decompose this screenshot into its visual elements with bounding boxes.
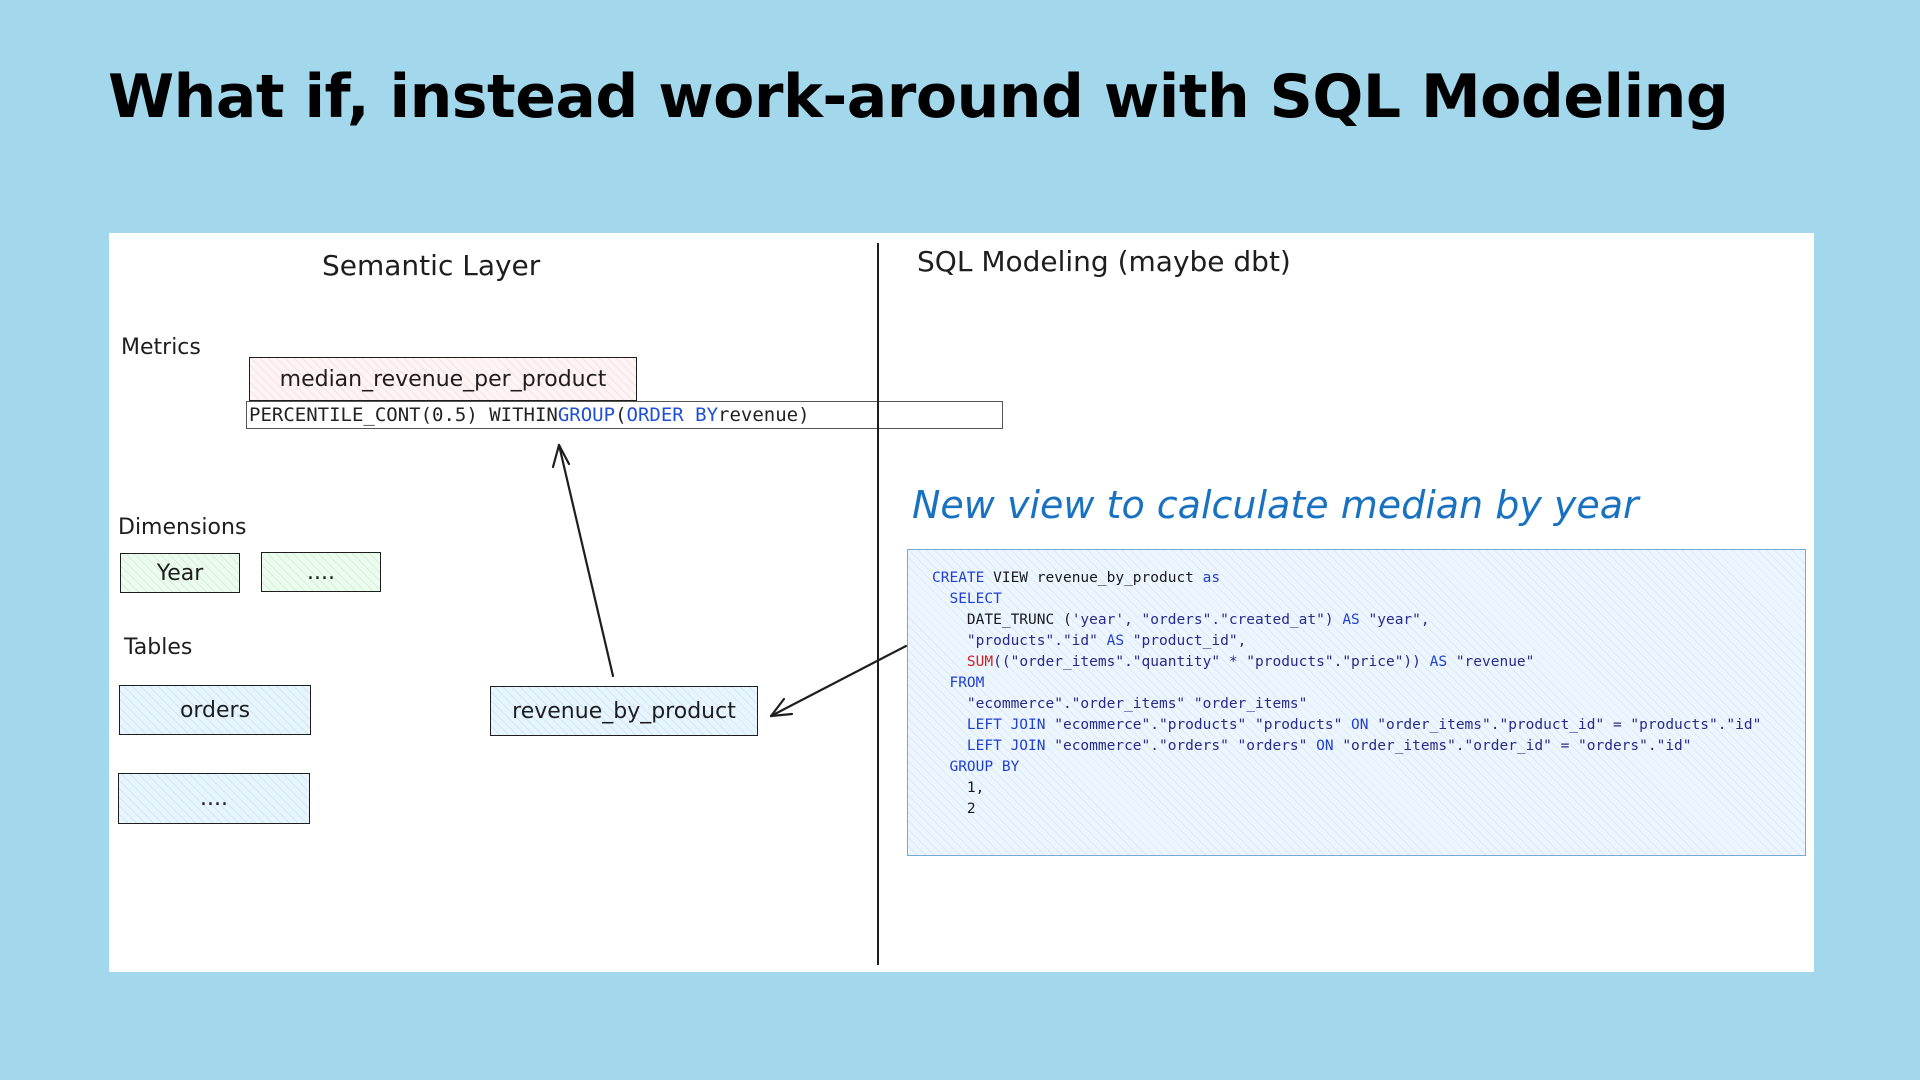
formula-text-1: PERCENTILE_CONT(0.5) WITHIN	[249, 404, 558, 426]
code-token: "products"."id"	[966, 633, 1107, 649]
code-token: "ecommerce"."orders" "orders"	[1045, 738, 1317, 754]
code-token: "order_items"."order_id" = "orders"."id"	[1333, 738, 1692, 754]
arrow-sql-to-model	[769, 644, 908, 718]
formula-keyword-group: GROUP	[557, 404, 616, 426]
table-box-more[interactable]: ....	[118, 773, 310, 824]
formula-keyword-order-by: ORDER BY	[626, 404, 719, 426]
tables-label: Tables	[124, 635, 193, 660]
sql-code: CREATE VIEW revenue_by_product as SELECT…	[932, 568, 1761, 820]
code-token: "ecommerce"."products" "products"	[1045, 717, 1352, 733]
section-divider	[877, 243, 879, 965]
sql-modeling-title: SQL Modeling (maybe dbt)	[917, 245, 1291, 278]
dimension-box-year[interactable]: Year	[120, 553, 240, 593]
code-token: 'year', "orders"."created_at")	[1071, 612, 1343, 628]
code-token: "order_items"."product_id" = "products".…	[1368, 717, 1762, 733]
code-token: SELECT	[949, 591, 1002, 607]
code-token: VIEW revenue_by_product	[984, 570, 1203, 586]
code-token: GROUP BY	[949, 759, 1020, 775]
code-token: AS	[1106, 633, 1125, 649]
connector-arrows	[551, 443, 908, 718]
code-token: FROM	[949, 675, 985, 691]
code-token: ON	[1351, 717, 1369, 733]
annotation-new-view: New view to calculate median by year	[912, 483, 1639, 527]
metric-box-median-revenue[interactable]: median_revenue_per_product	[249, 357, 637, 401]
code-token: "ecommerce"."order_items" "order_items"	[966, 696, 1308, 712]
code-token: "product_id",	[1124, 633, 1247, 649]
semantic-layer-title: Semantic Layer	[322, 249, 541, 282]
code-token: CREATE	[932, 570, 985, 586]
code-token: DATE_TRUNC (	[966, 612, 1072, 628]
code-token: LEFT JOIN	[966, 738, 1046, 754]
code-token: AS	[1342, 612, 1360, 628]
model-box-revenue-by-product[interactable]: revenue_by_product	[490, 686, 758, 736]
code-token: (("order_items"."quantity" * "products".…	[993, 654, 1430, 670]
dimensions-label: Dimensions	[118, 515, 247, 540]
code-token: 1,	[966, 780, 985, 796]
dimension-box-more[interactable]: ....	[261, 552, 381, 592]
code-token: 2	[966, 801, 976, 817]
sql-code-box[interactable]: CREATE VIEW revenue_by_product as SELECT…	[907, 549, 1806, 856]
diagram-canvas: Semantic Layer Metrics median_revenue_pe…	[109, 233, 1814, 972]
code-token: AS	[1429, 654, 1448, 670]
code-token: as	[1202, 570, 1221, 586]
code-token: ON	[1316, 738, 1334, 754]
code-token: "year",	[1359, 612, 1430, 628]
formula-text-3: revenue)	[718, 404, 810, 426]
code-token: "revenue"	[1447, 654, 1535, 670]
slide-title: What if, instead work-around with SQL Mo…	[108, 62, 1729, 132]
code-token: SUM	[966, 654, 994, 670]
code-token: LEFT JOIN	[966, 717, 1046, 733]
table-box-orders[interactable]: orders	[119, 685, 311, 735]
formula-text-2: (	[615, 404, 627, 426]
metrics-label: Metrics	[121, 335, 201, 360]
arrow-model-to-metric	[551, 443, 615, 678]
metric-formula: PERCENTILE_CONT(0.5) WITHIN GROUP (ORDER…	[246, 401, 1003, 429]
